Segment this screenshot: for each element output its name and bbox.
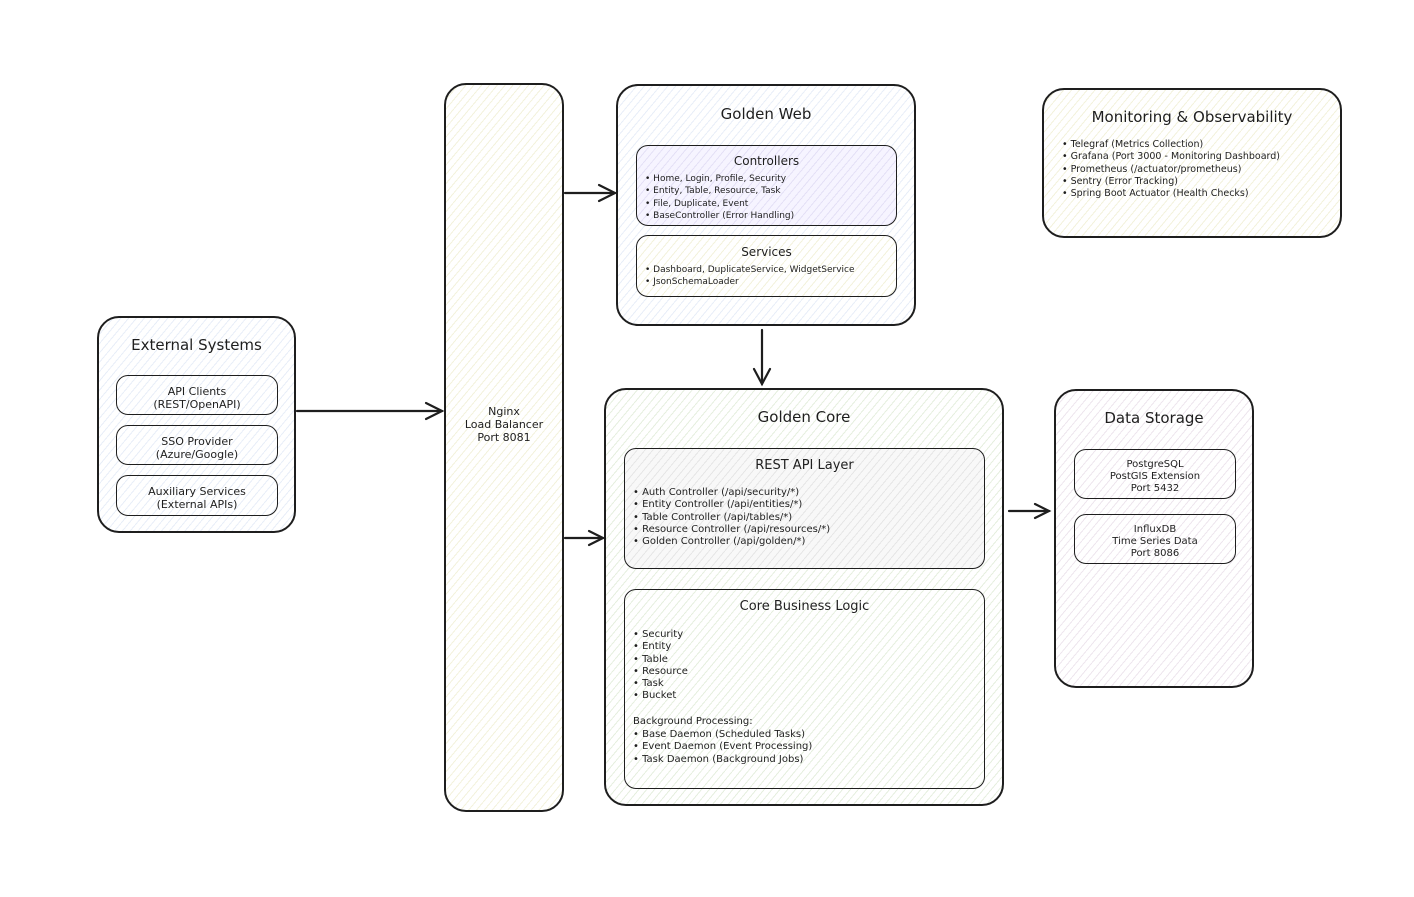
list-item: Spring Boot Actuator (Health Checks) [1062,188,1280,200]
arrow-nginx-to-web [563,183,618,203]
arrow-external-to-nginx [295,401,445,421]
monitoring-list: Telegraf (Metrics Collection) Grafana (P… [1062,139,1280,200]
core-business-logic-node: Core Business Logic Security Entity Tabl… [624,589,985,789]
list-item: Resource Controller (/api/resources/*) [633,524,830,536]
auxiliary-services-node: Auxiliary Services (External APIs) [116,475,278,516]
list-item: Table [633,654,688,666]
arrow-core-to-storage [1007,502,1052,520]
controllers-title: Controllers [733,154,800,168]
list-item: Table Controller (/api/tables/*) [633,512,830,524]
list-item: Task Daemon (Background Jobs) [633,754,812,766]
postgresql-label: PostgreSQL PostGIS Extension Port 5432 [1109,459,1201,494]
list-item: Resource [633,666,688,678]
list-item: Golden Controller (/api/golden/*) [633,536,830,548]
list-item: File, Duplicate, Event [645,198,794,210]
rest-api-layer-title: REST API Layer [755,458,854,473]
list-item: Event Daemon (Event Processing) [633,741,812,753]
sso-provider-label: SSO Provider (Azure/Google) [155,435,239,461]
api-clients-label: API Clients (REST/OpenAPI) [153,385,241,411]
rest-api-list: Auth Controller (/api/security/*) Entity… [633,487,830,548]
golden-core-group: Golden Core REST API Layer Auth Controll… [604,388,1004,806]
nginx-load-balancer-node: Nginx Load Balancer Port 8081 [444,83,564,812]
controllers-node: Controllers Home, Login, Profile, Securi… [636,145,897,226]
arrow-nginx-to-core [563,529,606,547]
data-storage-title: Data Storage [1104,409,1204,427]
golden-core-title: Golden Core [757,408,851,426]
list-item: Security [633,629,688,641]
monitoring-group: Monitoring & Observability Telegraf (Met… [1042,88,1342,238]
list-item: Prometheus (/actuator/prometheus) [1062,164,1280,176]
external-systems-group: External Systems API Clients (REST/OpenA… [97,316,296,533]
list-item: Base Daemon (Scheduled Tasks) [633,729,812,741]
list-item: Sentry (Error Tracking) [1062,176,1280,188]
list-item: Grafana (Port 3000 - Monitoring Dashboar… [1062,151,1280,163]
nginx-label: Nginx Load Balancer Port 8081 [464,405,544,444]
services-list: Dashboard, DuplicateService, WidgetServi… [645,264,855,289]
business-logic-list: Security Entity Table Resource Task Buck… [633,629,688,703]
list-item: BaseController (Error Handling) [645,210,794,222]
influxdb-label: InfluxDB Time Series Data Port 8086 [1112,524,1198,559]
api-clients-node: API Clients (REST/OpenAPI) [116,375,278,415]
external-systems-title: External Systems [131,336,262,354]
services-title: Services [741,245,792,259]
golden-web-title: Golden Web [720,105,812,123]
list-item: Home, Login, Profile, Security [645,173,794,185]
list-item: Entity, Table, Resource, Task [645,185,794,197]
list-item: Auth Controller (/api/security/*) [633,487,830,499]
rest-api-layer-node: REST API Layer Auth Controller (/api/sec… [624,448,985,569]
list-item: Task [633,678,688,690]
list-item: JsonSchemaLoader [645,276,855,288]
core-business-logic-title: Core Business Logic [739,599,870,614]
monitoring-title: Monitoring & Observability [1091,108,1293,126]
sso-provider-node: SSO Provider (Azure/Google) [116,425,278,465]
arrow-web-to-core [752,328,772,387]
list-item: Entity Controller (/api/entities/*) [633,499,830,511]
influxdb-node: InfluxDB Time Series Data Port 8086 [1074,514,1236,564]
list-item: Dashboard, DuplicateService, WidgetServi… [645,264,854,276]
controllers-list: Home, Login, Profile, Security Entity, T… [645,173,794,222]
data-storage-group: Data Storage PostgreSQL PostGIS Extensio… [1054,389,1254,688]
background-processing-list: Base Daemon (Scheduled Tasks) Event Daem… [633,729,812,766]
golden-web-group: Golden Web Controllers Home, Login, Prof… [616,84,916,326]
auxiliary-services-label: Auxiliary Services (External APIs) [148,485,246,511]
list-item: Bucket [633,690,688,702]
postgresql-node: PostgreSQL PostGIS Extension Port 5432 [1074,449,1236,499]
services-node: Services Dashboard, DuplicateService, Wi… [636,235,897,297]
list-item: Telegraf (Metrics Collection) [1062,139,1280,151]
background-processing-heading: Background Processing: [633,716,753,727]
list-item: Entity [633,641,688,653]
